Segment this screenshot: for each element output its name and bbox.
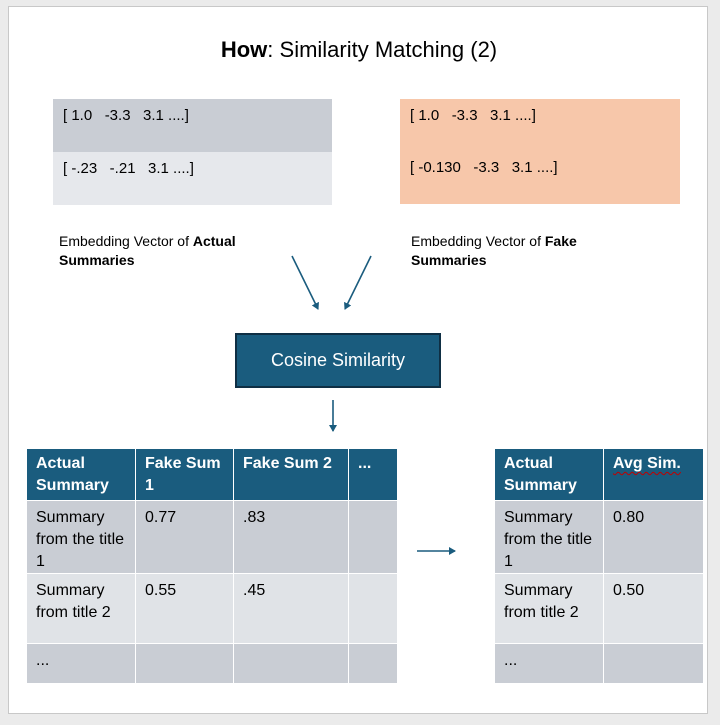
header-actual-summary: Actual Summary	[494, 448, 604, 501]
slide: How: Similarity Matching (2) [ 1.0 -3.3 …	[8, 6, 708, 714]
header-fake-sum-1: Fake Sum 1	[135, 448, 234, 501]
similarity-matrix-table: Actual Summary Fake Sum 1 Fake Sum 2 ...…	[26, 448, 398, 684]
cell: 0.80	[603, 500, 704, 574]
cell: 0.55	[135, 573, 234, 644]
page-title: How: Similarity Matching (2)	[220, 37, 498, 62]
table-row: Summary from the title 1 0.77 .83	[26, 500, 398, 574]
cell	[135, 643, 234, 684]
fake-vector-1: [ 1.0 -3.3 3.1 ....]	[410, 107, 536, 124]
cell	[348, 643, 398, 684]
fake-vector-2: [ -0.130 -3.3 3.1 ....]	[410, 159, 558, 176]
cell	[603, 643, 704, 684]
table-row: ...	[494, 643, 704, 684]
actual-vector-2: [ -.23 -.21 3.1 ....]	[53, 152, 332, 205]
header-fake-sum-2: Fake Sum 2	[233, 448, 349, 501]
header-more: ...	[348, 448, 398, 501]
arrows-layer	[291, 255, 456, 555]
cell: .45	[233, 573, 349, 644]
cell: ...	[26, 643, 136, 684]
cell	[233, 643, 349, 684]
cell: ...	[494, 643, 604, 684]
table-row: Summary from title 2 0.55 .45	[26, 573, 398, 644]
cell: Summary from title 2	[26, 573, 136, 644]
header-avg-sim: Avg Sim.	[603, 448, 704, 501]
cell	[348, 573, 398, 644]
fake-vectors-box	[400, 99, 680, 204]
table-row: Summary from the title 1 0.80	[494, 500, 704, 574]
cell: Summary from title 2	[494, 573, 604, 644]
cell: 0.77	[135, 500, 234, 574]
cell: Summary from the title 1	[26, 500, 136, 574]
arrow-down-left-icon	[344, 255, 372, 310]
cell: 0.50	[603, 573, 704, 644]
arrow-down-right-icon	[291, 255, 319, 310]
average-similarity-table: Actual Summary Avg Sim. Summary from the…	[494, 448, 704, 684]
cell: .83	[233, 500, 349, 574]
table-row: ...	[26, 643, 398, 684]
cell: Summary from the title 1	[494, 500, 604, 574]
table-row: Summary from title 2 0.50	[494, 573, 704, 644]
cosine-similarity-box: Cosine Similarity	[235, 333, 441, 388]
header-actual-summary: Actual Summary	[26, 448, 136, 501]
cell	[348, 500, 398, 574]
actual-vector-1: [ 1.0 -3.3 3.1 ....]	[53, 99, 332, 152]
